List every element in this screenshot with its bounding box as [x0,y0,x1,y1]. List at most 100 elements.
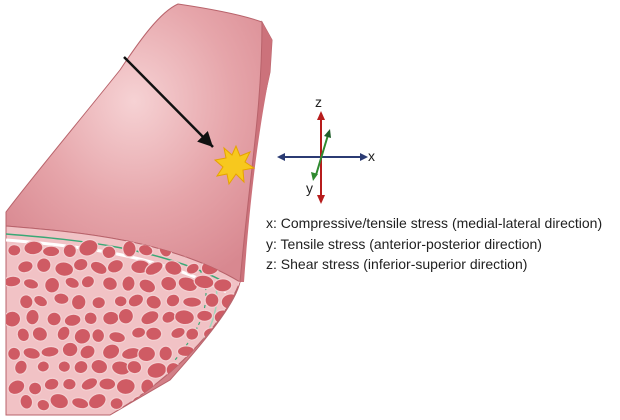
muscle-fiber-bundle [63,313,82,327]
muscle-fiber-bundle [36,257,52,274]
muscle-fiber-bundle [7,379,26,396]
muscle-fiber-bundle [196,309,214,322]
muscle-fiber-bundle [23,240,44,256]
muscle-fiber-bundle [145,294,162,310]
muscle-fiber-bundle [36,360,50,373]
muscle-fiber-bundle [79,344,96,360]
muscle-fiber-bundle [40,345,60,358]
muscle-fiber-bundle [202,360,219,377]
impact-burst-icon [213,144,256,186]
muscle-fiber-bundle [242,329,257,344]
muscle-fiber-bundle [73,359,89,375]
muscle-fiber-bundle [101,245,117,260]
muscle-fiber-bundle [213,278,233,293]
muscle-fiber-bundle [14,359,28,375]
muscle-fiber-bundle [36,398,51,412]
muscle-fiber-bundle [204,397,219,414]
muscle-fiber-bundle [91,296,106,310]
muscle-fiber-bundle [238,376,240,391]
muscle-fiber-bundle [70,293,87,311]
legend-x-compressive-tensile: x: Compressive/tensile stress (medial-la… [266,215,603,231]
muscle-fiber-bundle [117,307,135,325]
muscle-fiber-bundle [62,243,78,259]
muscle-fiber-bundle [7,346,22,361]
x-axis-label: x [368,148,375,164]
muscle-fiber-bundle [223,393,240,409]
muscle-fiber-bundle [164,260,183,276]
muscle-fiber-bundle [44,276,61,294]
muscle-fiber-bundle [57,360,71,373]
x-axis-arrow-right [360,153,368,161]
muscle-fiber-bundle [174,309,195,326]
muscle-fiber-bundle [106,258,124,274]
muscle-fiber-bundle [98,377,117,391]
y-axis-label: y [306,180,313,196]
legend-y-tensile: y: Tensile stress (anterior-posterior di… [266,235,542,252]
muscle-fiber-bundle [61,341,79,358]
muscle-fiber-bundle [80,275,96,289]
muscle-fiber-bundle [62,377,77,391]
muscle-fiber-bundle [53,292,70,305]
muscle-fiber-bundle [194,378,213,395]
muscle-fiber-bundle [28,381,43,396]
muscle-fiber-bundle [115,377,136,396]
muscle-fiber-bundle [165,293,181,308]
y-axis-arrow-forward [324,129,331,138]
muscle-fiber-bundle [87,392,107,410]
muscle-fiber-bundle [247,394,261,408]
muscle-fiber-bundle [17,260,34,274]
muscle-fiber-bundle [218,346,234,360]
muscle-fiber-bundle [121,275,136,292]
x-axis-arrow-left [277,153,285,161]
tissue-cross-section [5,225,263,416]
muscle-fiber-bundle [101,343,121,360]
muscle-fiber-bundle [109,397,124,411]
muscle-fiber-bundle [19,393,34,410]
muscle-fiber-bundle [54,261,75,277]
muscle-fiber-bundle [25,308,40,326]
muscle-fiber-bundle [131,326,147,339]
muscle-fiber-bundle [244,360,262,378]
muscle-fiber-bundle [167,397,181,410]
muscle-fiber-bundle [126,359,143,375]
muscle-fiber-bundle [83,311,98,326]
muscle-fiber-bundle [144,261,164,276]
muscle-fiber-bundle [89,260,108,276]
muscle-fiber-bundle [127,293,145,308]
muscle-fiber-bundle [46,311,62,327]
muscle-fiber-bundle [204,292,220,308]
coordinate-axes [277,111,368,204]
muscle-fiber-bundle [78,238,99,257]
muscle-fiber-bundle [170,326,186,340]
muscle-fiber-bundle [145,326,163,342]
y-axis-line [315,134,329,176]
muscle-fiber-bundle [6,310,22,328]
muscle-fiber-bundle [137,345,157,363]
muscle-fiber-bundle [43,377,60,391]
muscle-fiber-bundle [41,245,61,258]
muscle-fiber-bundle [185,327,200,341]
z-axis-arrow-up [317,111,325,120]
z-axis-label: z [315,94,322,110]
muscle-fiber-bundle [73,327,92,345]
muscle-fiber-bundle [184,394,203,411]
muscle-fiber-bundle [113,295,128,308]
muscle-fiber-bundle [19,294,34,310]
muscle-fiber-bundle [72,257,89,272]
z-axis-arrow-down [317,195,325,204]
muscle-fiber-bundle [90,358,109,375]
muscle-fiber-bundle [91,328,106,344]
muscle-fiber-bundle [22,278,40,290]
muscle-fiber-bundle [80,377,99,391]
muscle-fiber-bundle [245,295,263,310]
muscle-fiber-bundle [225,359,240,376]
muscle-fiber-bundle [108,331,127,344]
muscle-fiber-bundle [140,310,160,326]
muscle-fiber-bundle [64,276,80,289]
muscle-fiber-bundle [231,345,240,361]
stress-legend: x: Compressive/tensile stress (medial-la… [266,213,602,275]
muscle-fiber-bundle [234,312,240,326]
muscle-fiber-bundle [31,326,49,342]
muscle-fiber-bundle [22,346,41,360]
